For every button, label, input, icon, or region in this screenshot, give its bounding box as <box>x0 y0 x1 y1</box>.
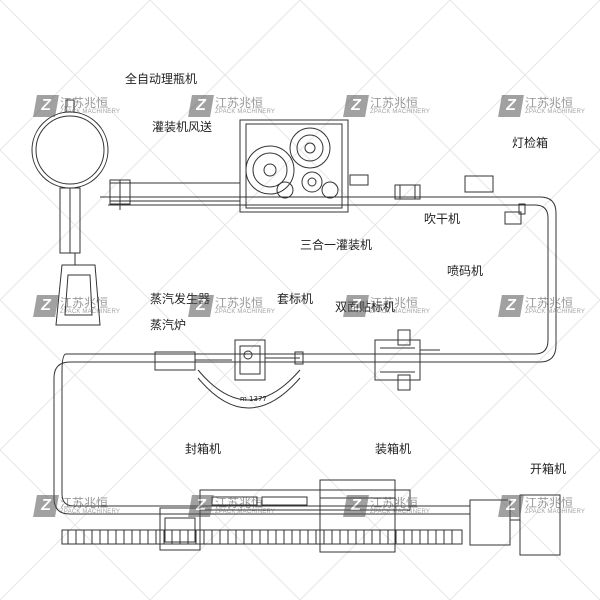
watermark-logo-icon: Z <box>33 295 59 317</box>
double-side-labeler <box>374 329 440 391</box>
watermark-english: ZPACK MACHINERY <box>215 308 276 315</box>
watermark-company: 江苏兆恒 <box>215 495 264 510</box>
watermark-english: ZPACK MACHINERY <box>370 108 431 115</box>
watermark-company: 江苏兆恒 <box>370 295 419 310</box>
watermark-logo-icon: Z <box>498 495 524 517</box>
watermark-english: ZPACK MACHINERY <box>60 308 121 315</box>
label-inkjet-coder: 喷码机 <box>447 264 484 278</box>
light-inspection-box <box>464 175 494 193</box>
label-light-inspection: 灯检箱 <box>512 136 549 150</box>
blow-dryer <box>394 184 421 200</box>
outfeed-conveyor <box>61 529 463 545</box>
watermark-company: 江苏兆恒 <box>370 495 419 510</box>
label-sleeve-labeler: 套标机 <box>277 292 314 306</box>
label-triblock-filler: 三合一灌装机 <box>300 238 373 252</box>
watermark-english: ZPACK MACHINERY <box>525 108 586 115</box>
watermark-logo-icon: Z <box>498 95 524 117</box>
watermark-english: ZPACK MACHINERY <box>525 308 586 315</box>
watermark-english: ZPACK MACHINERY <box>215 108 276 115</box>
inkjet-coder <box>504 203 526 225</box>
watermark-company: 江苏兆恒 <box>60 495 109 510</box>
watermark-logo-icon: Z <box>343 495 369 517</box>
watermark-logo-icon: Z <box>343 95 369 117</box>
label-steam-oven: 蒸汽炉 <box>150 318 187 332</box>
watermark-english: ZPACK MACHINERY <box>60 108 121 115</box>
watermark-company: 江苏兆恒 <box>215 295 264 310</box>
watermark-english: ZPACK MACHINERY <box>370 508 431 515</box>
label-case-packer: 装箱机 <box>375 442 412 456</box>
steam-shrink-tunnel <box>154 339 304 409</box>
watermark-english: ZPACK MACHINERY <box>370 308 431 315</box>
label-air-conveyor: 灌装机风送 <box>152 120 213 134</box>
label-case-sealer: 封箱机 <box>185 442 222 456</box>
watermark-logo-icon: Z <box>188 295 214 317</box>
watermark-company: 江苏兆恒 <box>525 295 574 310</box>
watermark-company: 江苏兆恒 <box>370 95 419 110</box>
label-unscrambler: 全自动理瓶机 <box>125 72 198 86</box>
main-conveyor-path-inner <box>61 204 549 507</box>
watermark-company: 江苏兆恒 <box>215 95 264 110</box>
triblock-filler <box>239 119 369 213</box>
watermark-english: ZPACK MACHINERY <box>215 508 276 515</box>
watermark-logo-icon: Z <box>343 295 369 317</box>
watermark-company: 江苏兆恒 <box>60 95 109 110</box>
label-case-erector: 开箱机 <box>530 462 567 476</box>
case-erector <box>469 494 561 556</box>
label-blow-dryer: 吹干机 <box>424 212 461 226</box>
watermark-english: ZPACK MACHINERY <box>60 508 121 515</box>
watermark-logo-icon: Z <box>33 495 59 517</box>
watermark-logo-icon: Z <box>188 95 214 117</box>
watermark-company: 江苏兆恒 <box>60 295 109 310</box>
label-sleeve-model: m 1377 <box>240 395 267 403</box>
watermark-logo-icon: Z <box>33 95 59 117</box>
watermark-logo-icon: Z <box>188 495 214 517</box>
watermark-logo-icon: Z <box>498 295 524 317</box>
watermark-company: 江苏兆恒 <box>525 95 574 110</box>
watermark-company: 江苏兆恒 <box>525 495 574 510</box>
watermark-english: ZPACK MACHINERY <box>525 508 586 515</box>
unscrambler-machine <box>31 99 109 326</box>
